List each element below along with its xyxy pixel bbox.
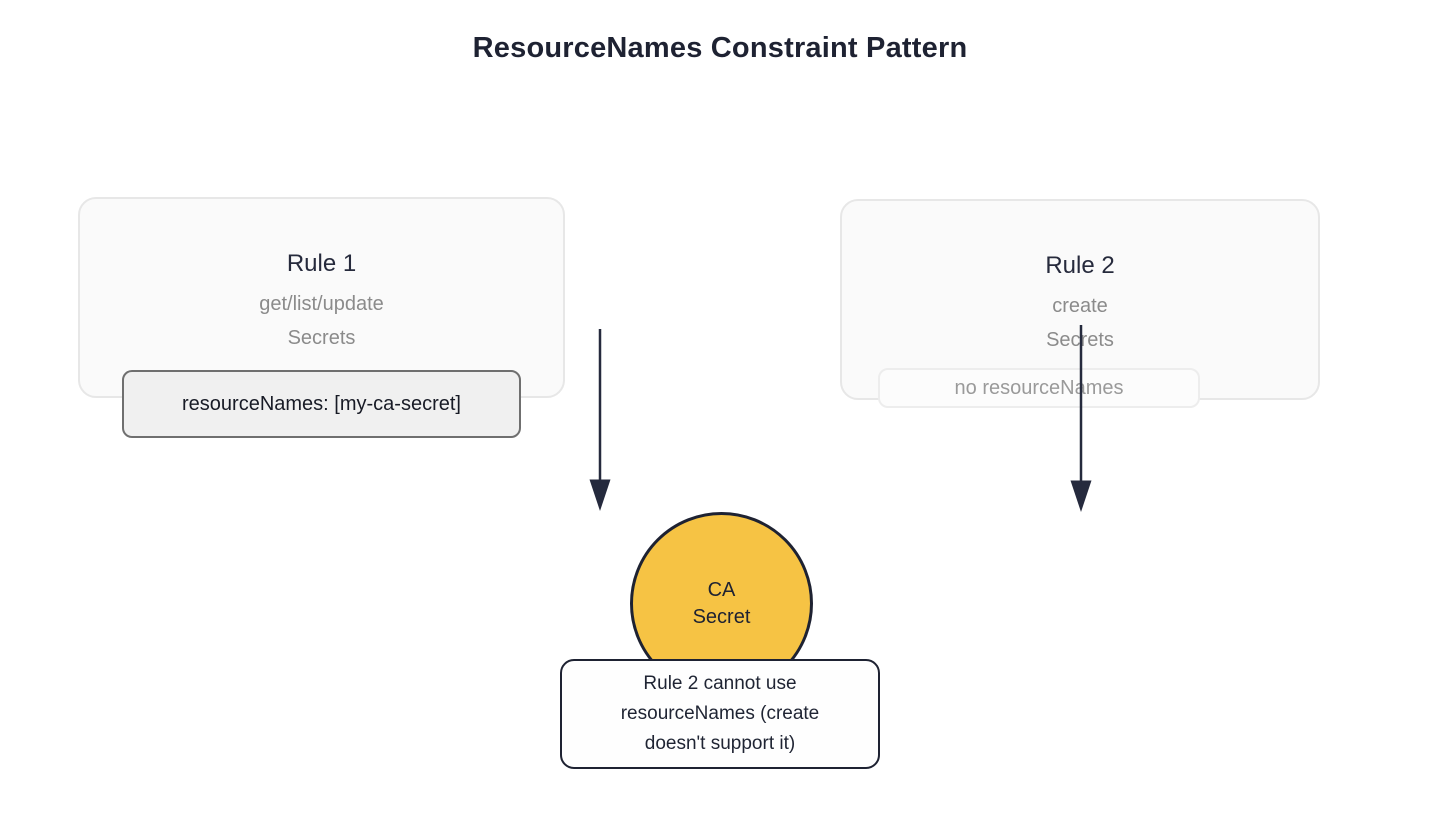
- rule1-constraint-chip: resourceNames: [my-ca-secret]: [122, 370, 521, 438]
- note-line1: Rule 2 cannot use: [643, 673, 797, 694]
- ca-secret-line2: Secret: [692, 605, 751, 628]
- note-line3: doesn't support it): [644, 733, 796, 754]
- rule2-constraint-label: no resourceNames: [954, 376, 1124, 399]
- rule1-arrow-down-icon: [589, 329, 611, 511]
- rule1-node: Rule 1 get/list/update Secrets: [78, 197, 565, 398]
- note-box: Rule 2 cannot use resourceNames (create …: [560, 659, 880, 769]
- rule1-constraint-label: resourceNames: [my-ca-secret]: [182, 392, 461, 415]
- note-line2: resourceNames (create: [620, 703, 820, 724]
- rule1-title: Rule 1: [286, 250, 357, 277]
- diagram-title: ResourceNames Constraint Pattern: [472, 32, 968, 64]
- rule2-verbs: create: [1052, 295, 1108, 317]
- rule1-resource: Secrets: [287, 327, 356, 349]
- rule1-verbs: get/list/update: [259, 293, 384, 315]
- rule2-title: Rule 2: [1045, 252, 1115, 279]
- rule2-resource: Secrets: [1046, 329, 1114, 351]
- rule2-constraint-chip: no resourceNames: [878, 368, 1200, 408]
- ca-secret-line1: CA: [707, 578, 736, 601]
